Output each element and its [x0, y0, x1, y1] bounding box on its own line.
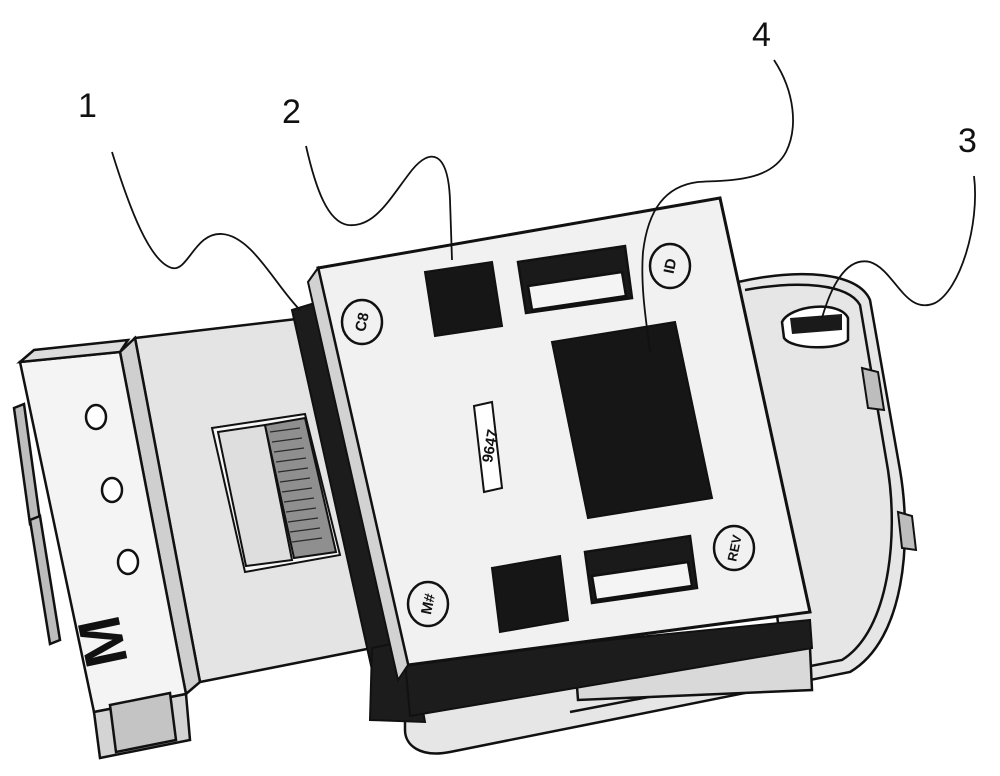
marking-c8: C8 — [352, 311, 373, 333]
black-pads — [423, 260, 570, 634]
ref-label-2: 2 — [282, 93, 301, 131]
code-box — [472, 400, 504, 494]
ref-label-4: 4 — [752, 16, 771, 54]
ref-label-3: 3 — [958, 122, 977, 160]
leader-3 — [821, 175, 976, 319]
circle-markings — [340, 242, 756, 628]
marking-code: 9647 — [479, 428, 502, 464]
latch-slot — [780, 305, 850, 349]
leader-4 — [641, 59, 794, 353]
plug-tab-serrations — [269, 427, 323, 543]
plug-body — [12, 316, 374, 760]
marking-mh: M# — [418, 592, 439, 617]
plug-holes — [84, 403, 140, 576]
leader-lines — [111, 59, 976, 353]
leader-1 — [111, 151, 301, 311]
plate-slots — [516, 244, 699, 605]
side-ribs — [860, 366, 918, 552]
pad-2 — [423, 260, 504, 338]
plug-tab — [210, 412, 342, 574]
marking-id: ID — [661, 257, 681, 275]
pad-lower — [490, 554, 570, 634]
marking-rev: REV — [724, 533, 744, 563]
leader-2 — [305, 145, 453, 261]
ref-label-1: 1 — [78, 87, 97, 125]
chip-4 — [550, 320, 714, 520]
